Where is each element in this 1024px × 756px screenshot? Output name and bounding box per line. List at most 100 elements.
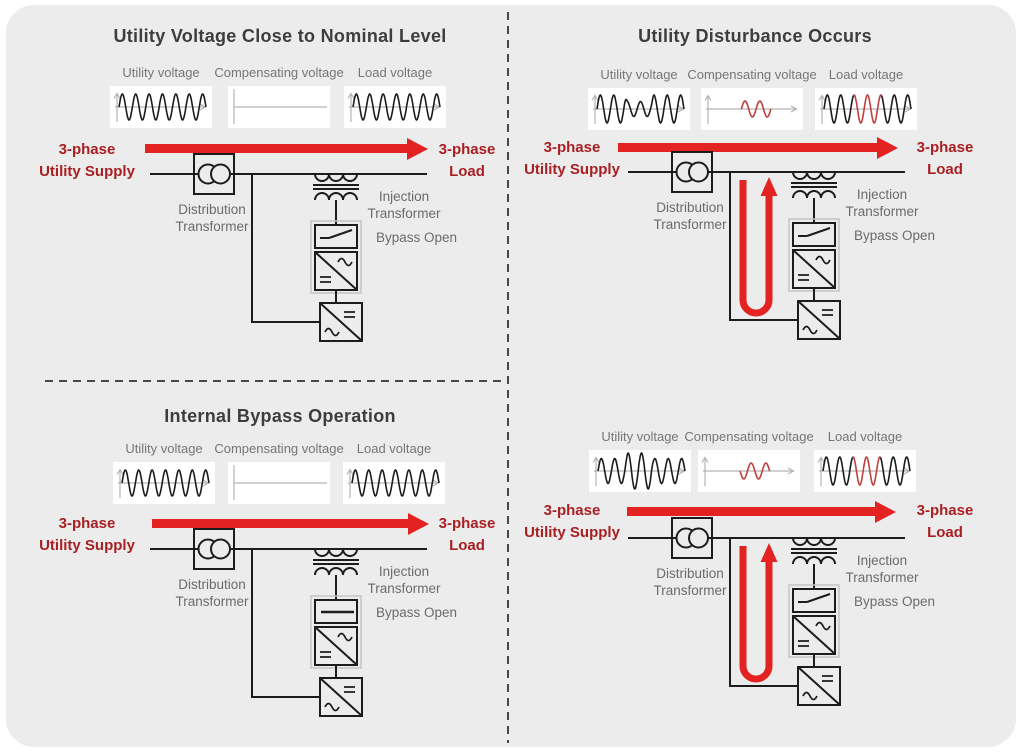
injection-transformer-label: Transformer	[845, 204, 919, 219]
distribution-transformer-label: Distribution	[656, 200, 724, 215]
load-label-line2: Load	[449, 537, 485, 554]
waveform-label: Load voltage	[357, 65, 433, 80]
waveform-plot	[589, 450, 691, 492]
circuit-schematic: Distribution Transformer Injection Trans…	[628, 151, 935, 340]
waveform-plot	[588, 88, 690, 130]
waveform-plot	[698, 450, 800, 492]
horizontal-divider	[45, 380, 507, 382]
load-label-line1: 3-phase	[916, 502, 974, 519]
waveform-panel: Utility voltage	[589, 429, 691, 492]
supply-label-line2: Utility Supply	[524, 524, 620, 541]
supply-label: 3-phase Utility Supply	[511, 137, 633, 181]
load-label: 3-phase Load	[905, 500, 985, 544]
converter-group-outline	[310, 595, 362, 669]
waveform-panel: Compensating voltage	[214, 441, 344, 504]
distribution-transformer-label: Transformer	[175, 219, 249, 234]
waveform-plot	[814, 450, 916, 492]
circuit-schematic: Distribution Transformer Injection Trans…	[628, 517, 935, 706]
quadrant-title: Utility Disturbance Occurs	[638, 26, 872, 46]
distribution-transformer-label: Distribution	[656, 566, 724, 581]
inverter-symbol	[314, 251, 358, 291]
bypass-switch-symbol	[314, 224, 358, 249]
injection-transformer-label: Injection	[379, 564, 429, 579]
bypass-switch-symbol	[314, 599, 358, 624]
power-flow-arrow	[618, 136, 898, 159]
load-label-line1: 3-phase	[438, 515, 496, 532]
supply-label-line2: Utility Supply	[39, 537, 135, 554]
supply-label-line1: 3-phase	[58, 515, 116, 532]
waveform-panel: Utility voltage	[113, 441, 215, 504]
circuit-area: Distribution Transformer Injection Trans…	[626, 150, 971, 350]
injection-transformer-symbol	[313, 173, 359, 225]
waveform-label: Compensating voltage	[687, 67, 817, 82]
injection-transformer-label: Injection	[379, 189, 429, 204]
inverter-symbol	[314, 626, 358, 666]
rectifier-symbol	[797, 666, 841, 706]
bypass-switch-symbol	[792, 222, 836, 247]
waveform-label: Load voltage	[827, 429, 903, 444]
waveform-svg	[704, 94, 798, 124]
injection-transformer-label: Injection	[857, 187, 907, 202]
waveform-label: Utility voltage	[600, 67, 678, 82]
power-flow-arrow	[152, 512, 429, 535]
waveform-panel: Load voltage	[343, 441, 445, 504]
waveform-svg	[233, 465, 327, 500]
waveform-panel: Compensating voltage	[214, 65, 344, 128]
supply-label-line2: Utility Supply	[524, 161, 620, 178]
load-label-line1: 3-phase	[916, 139, 974, 156]
waveform-panel: Load voltage	[814, 429, 916, 492]
waveform-panel: Load voltage	[815, 67, 917, 130]
supply-label: 3-phase Utility Supply	[26, 139, 148, 183]
supply-label-line1: 3-phase	[58, 141, 116, 158]
load-label: 3-phase Load	[431, 513, 503, 557]
waveform-plot	[228, 462, 330, 504]
injection-transformer-symbol	[791, 537, 837, 589]
waveform-svg	[346, 468, 440, 498]
waveform-label: Utility voltage	[601, 429, 679, 444]
waveform-label: Compensating voltage	[214, 441, 344, 456]
tap-line	[251, 549, 320, 698]
waveform-label: Load voltage	[356, 441, 432, 456]
inverter-symbol	[792, 615, 836, 655]
load-label-line1: 3-phase	[438, 141, 496, 158]
bypass-state-label: Bypass Open	[376, 605, 457, 620]
waveform-panel: Load voltage	[344, 65, 446, 128]
waveform-plot	[228, 86, 330, 128]
waveform-plot	[701, 88, 803, 130]
inverter-symbol	[792, 249, 836, 289]
load-label: 3-phase Load	[431, 139, 503, 183]
quadrant-title: Internal Bypass Operation	[164, 406, 396, 426]
power-flow-arrow	[627, 500, 896, 523]
waveform-panel: Compensating voltage	[687, 67, 817, 130]
bypass-state-label: Bypass Open	[854, 228, 935, 243]
waveform-label: Load voltage	[828, 67, 904, 82]
tap-line	[729, 172, 798, 321]
bypass-state-label: Bypass Open	[376, 230, 457, 245]
tap-line	[251, 174, 320, 323]
circuit-area: Distribution Transformer Injection Trans…	[148, 527, 493, 727]
waveform-svg	[116, 468, 210, 498]
injection-transformer-label: Transformer	[367, 206, 441, 221]
compensation-flow-arrow	[739, 177, 778, 317]
waveform-plot	[815, 88, 917, 130]
load-label-line2: Load	[927, 161, 963, 178]
distribution-transformer-label: Distribution	[178, 202, 246, 217]
load-label-line2: Load	[449, 163, 485, 180]
waveform-svg	[113, 92, 207, 122]
supply-label-line1: 3-phase	[543, 139, 601, 156]
converter-group-outline	[788, 218, 840, 292]
load-label: 3-phase Load	[905, 137, 985, 181]
distribution-transformer-label: Transformer	[175, 594, 249, 609]
circuit-schematic: Distribution Transformer Injection Trans…	[150, 153, 457, 342]
distribution-transformer-label: Distribution	[178, 577, 246, 592]
converter-group-outline	[788, 584, 840, 658]
supply-label-line1: 3-phase	[543, 502, 601, 519]
waveform-svg	[818, 94, 912, 124]
injection-transformer-label: Transformer	[367, 581, 441, 596]
waveform-label: Utility voltage	[122, 65, 200, 80]
distribution-transformer-symbol	[671, 151, 713, 193]
quadrant-title: Utility Voltage Close to Nominal Level	[113, 26, 447, 46]
circuit-area: Distribution Transformer Injection Trans…	[626, 516, 971, 716]
supply-label: 3-phase Utility Supply	[26, 513, 148, 557]
